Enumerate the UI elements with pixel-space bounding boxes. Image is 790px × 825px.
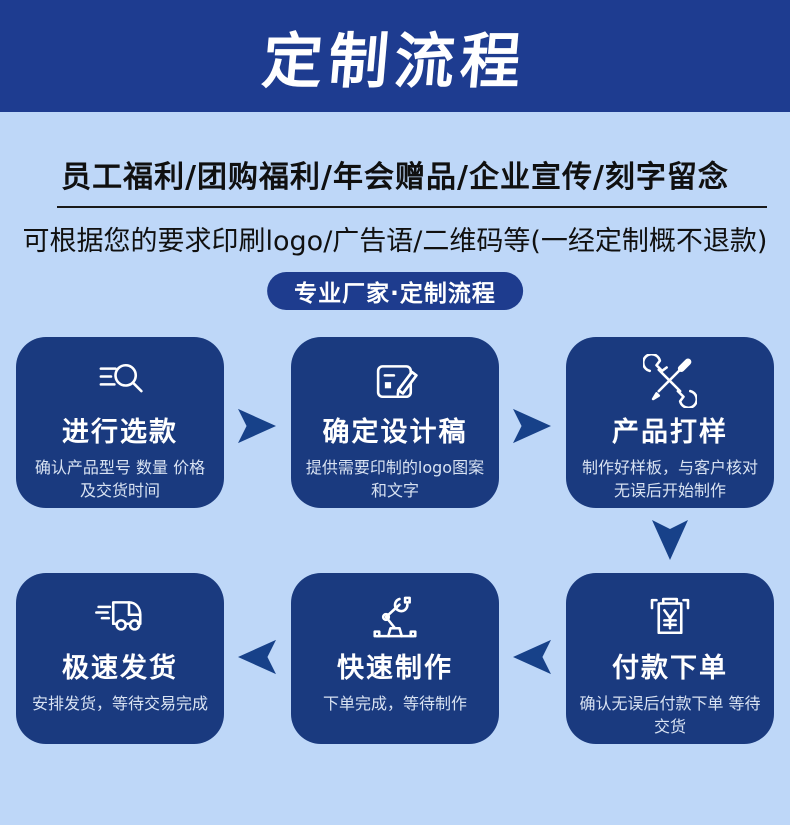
- page-title: 定制流程: [259, 26, 530, 97]
- arrow-step1-step2: [238, 408, 276, 444]
- process-badge: 专业厂家·定制流程: [267, 272, 523, 310]
- arrow-step3-step4: [652, 520, 688, 560]
- arrow-step4-step5: [513, 639, 551, 675]
- step-card-confirm-design: 确定设计稿 提供需要印制的logo图案 和文字: [291, 337, 499, 508]
- arrow-step5-step6: [238, 639, 276, 675]
- arrow-step2-step3: [513, 408, 551, 444]
- step-desc: 安排发货，等待交易完成: [31, 694, 208, 713]
- process-badge-label: 专业厂家·定制流程: [294, 281, 496, 307]
- step-title: 产品打样: [612, 417, 728, 448]
- step-title: 快速制作: [337, 653, 453, 684]
- step-card-fast-shipping: 极速发货 安排发货，等待交易完成: [16, 573, 224, 744]
- step-card-fast-production: 快速制作 下单完成，等待制作: [291, 573, 499, 744]
- robot-arm-icon: [368, 589, 422, 645]
- divider-line: [57, 206, 767, 208]
- step-desc: 确认无误后付款下单 等待交货: [579, 694, 761, 737]
- step-card-pay-order: 付款下单 确认无误后付款下单 等待交货: [566, 573, 774, 744]
- truck-icon: [93, 589, 147, 645]
- intro-line-2: 可根据您的要求印刷logo/广告语/二维码等(一经定制概不退款): [22, 226, 768, 257]
- step-card-select-style: 进行选款 确认产品型号 数量 价格 及交货时间: [16, 337, 224, 508]
- step-title: 付款下单: [612, 653, 728, 684]
- step-title: 确定设计稿: [322, 417, 468, 448]
- step-desc: 提供需要印制的logo图案 和文字: [305, 458, 485, 501]
- payment-icon: [643, 589, 697, 645]
- step-title: 进行选款: [62, 417, 178, 448]
- header-banner: 定制流程: [0, 0, 790, 112]
- tools-icon: [643, 353, 697, 409]
- intro-line-1: 员工福利/团购福利/年会赠品/企业宣传/刻字留念: [61, 160, 729, 195]
- search-list-icon: [93, 353, 147, 409]
- step-title: 极速发货: [62, 653, 178, 684]
- design-draft-icon: [368, 353, 422, 409]
- step-desc: 下单完成，等待制作: [322, 694, 467, 713]
- step-desc: 确认产品型号 数量 价格 及交货时间: [34, 458, 206, 501]
- step-card-product-sample: 产品打样 制作好样板，与客户核对 无误后开始制作: [566, 337, 774, 508]
- step-desc: 制作好样板，与客户核对 无误后开始制作: [581, 458, 758, 501]
